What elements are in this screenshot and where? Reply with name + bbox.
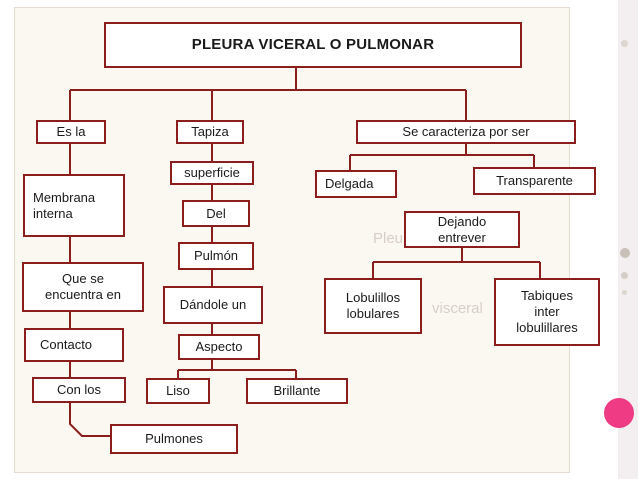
watermark-text: Pleu — [373, 230, 404, 247]
node-dejando: Dejando entrever — [404, 211, 520, 248]
pink-dot-icon — [604, 398, 634, 428]
node-tapiza: Tapiza — [176, 120, 244, 144]
node-pulmon: Pulmón — [178, 242, 254, 270]
node-brillante: Brillante — [246, 378, 348, 404]
node-dandole: Dándole un — [163, 286, 263, 324]
slide-sidebar — [618, 0, 638, 479]
node-pulmones: Pulmones — [110, 424, 238, 454]
node-transparente: Transparente — [473, 167, 596, 195]
grey-dot-icon — [621, 40, 628, 47]
node-liso: Liso — [146, 378, 210, 404]
node-membrana: Membrana interna — [23, 174, 125, 237]
node-lobulillos: Lobulillos lobulares — [324, 278, 422, 334]
grey-dot-icon — [621, 272, 628, 279]
node-aspecto: Aspecto — [178, 334, 260, 360]
grey-dot-icon — [620, 248, 630, 258]
node-es-la: Es la — [36, 120, 106, 144]
node-tabiques: Tabiques inter lobulillares — [494, 278, 600, 346]
node-superficie: superficie — [170, 161, 254, 185]
node-delgada: Delgada — [315, 170, 397, 198]
node-del: Del — [182, 200, 250, 227]
node-que-se: Que se encuentra en — [22, 262, 144, 312]
page-title: PLEURA VICERAL O PULMONAR — [104, 22, 522, 68]
node-contacto: Contacto — [24, 328, 124, 362]
node-caracteriza: Se caracteriza por ser — [356, 120, 576, 144]
watermark-text: visceral — [432, 300, 483, 317]
grey-dot-icon — [622, 290, 627, 295]
node-con-los: Con los — [32, 377, 126, 403]
